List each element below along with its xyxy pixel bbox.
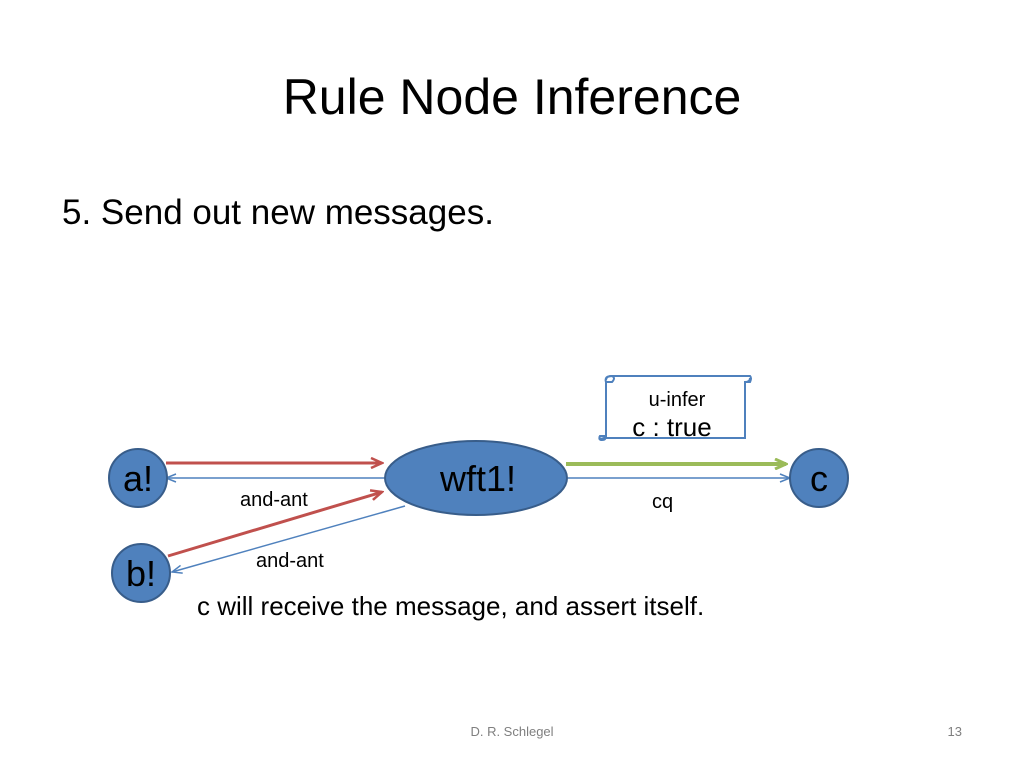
node-c: c [789, 448, 849, 508]
edge-b-and-ant [172, 505, 406, 572]
bullet-point: 5. Send out new messages. [62, 193, 494, 232]
message-type: u-infer [649, 389, 706, 411]
slide-title: Rule Node Inference [282, 69, 742, 125]
page-number: 13 [947, 724, 962, 739]
message-arrow-b [167, 492, 382, 558]
edge-label-b: and-ant [256, 550, 324, 572]
node-a: a! [108, 448, 168, 508]
message-content: c : true [632, 412, 711, 442]
footer-author: D. R. Schlegel [470, 724, 554, 739]
node-rule-label: wft1! [439, 458, 516, 499]
message-scroll: u-infer c : true [598, 374, 752, 442]
diagram-caption: c will receive the message, and assert i… [197, 591, 705, 621]
node-b-label: b! [126, 553, 156, 594]
node-b: b! [111, 543, 171, 603]
node-a-label: a! [123, 458, 153, 499]
node-rule: wft1! [384, 440, 568, 516]
node-c-label: c [810, 458, 828, 499]
edge-label-a: and-ant [240, 489, 308, 511]
edge-label-c: cq [652, 491, 673, 513]
